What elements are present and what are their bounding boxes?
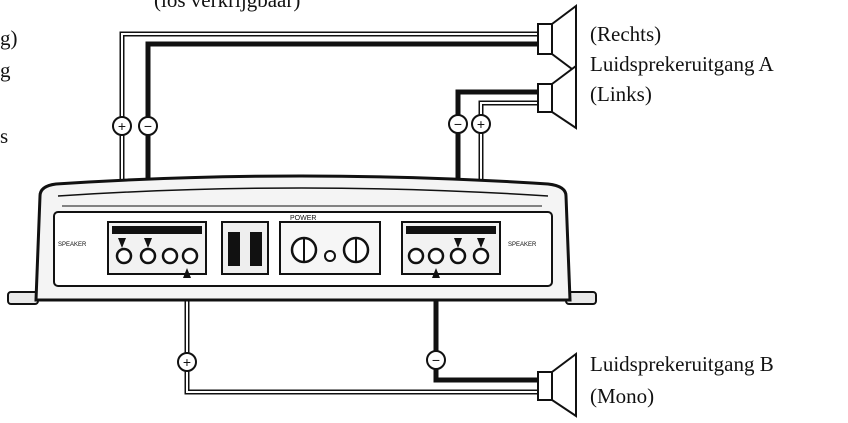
speaker-right-icon <box>537 4 577 74</box>
terminal-arrows <box>118 238 485 278</box>
svg-text:−: − <box>432 352 440 368</box>
plus-marker-right-speaker: + <box>112 116 132 136</box>
power-label: POWER <box>290 215 316 222</box>
wire-speaker-b-minus <box>433 268 540 383</box>
plus-marker-speaker-b: + <box>177 352 197 372</box>
minus-marker-right-speaker: − <box>138 116 158 136</box>
minus-marker-speaker-a: − <box>448 114 468 134</box>
left-fragment-1: g) <box>0 26 18 50</box>
left-fragment-2: g <box>0 58 11 82</box>
header-fragment: (los verkrijgbaar) <box>154 0 301 12</box>
amplifier: POWER SPEAKER SPEAKER <box>7 174 597 305</box>
svg-text:+: + <box>118 118 126 134</box>
left-terminal-label: SPEAKER <box>58 242 87 248</box>
speaker-b-subtitle: (Mono) <box>590 384 655 408</box>
svg-text:−: − <box>144 118 152 134</box>
polarity-markers: + − − + + − <box>112 114 491 372</box>
minus-marker-speaker-b: − <box>426 350 446 370</box>
left-fragment-3: s <box>0 124 9 148</box>
speaker-a-icon <box>537 64 577 130</box>
wire-speaker-b-plus <box>184 268 540 395</box>
speaker-right-label: (Rechts) <box>590 22 662 46</box>
plus-marker-speaker-a: + <box>471 114 491 134</box>
svg-text:+: + <box>183 354 191 370</box>
speaker-a-title: Luidsprekeruitgang A <box>590 52 774 76</box>
speaker-a-subtitle: (Links) <box>590 82 652 106</box>
svg-text:−: − <box>454 116 462 132</box>
right-terminal-label: SPEAKER <box>508 242 537 248</box>
speaker-b-icon <box>537 352 577 418</box>
wire-right-speaker-plus <box>119 31 540 250</box>
speaker-b-title: Luidsprekeruitgang B <box>590 352 774 376</box>
svg-text:+: + <box>477 116 485 132</box>
